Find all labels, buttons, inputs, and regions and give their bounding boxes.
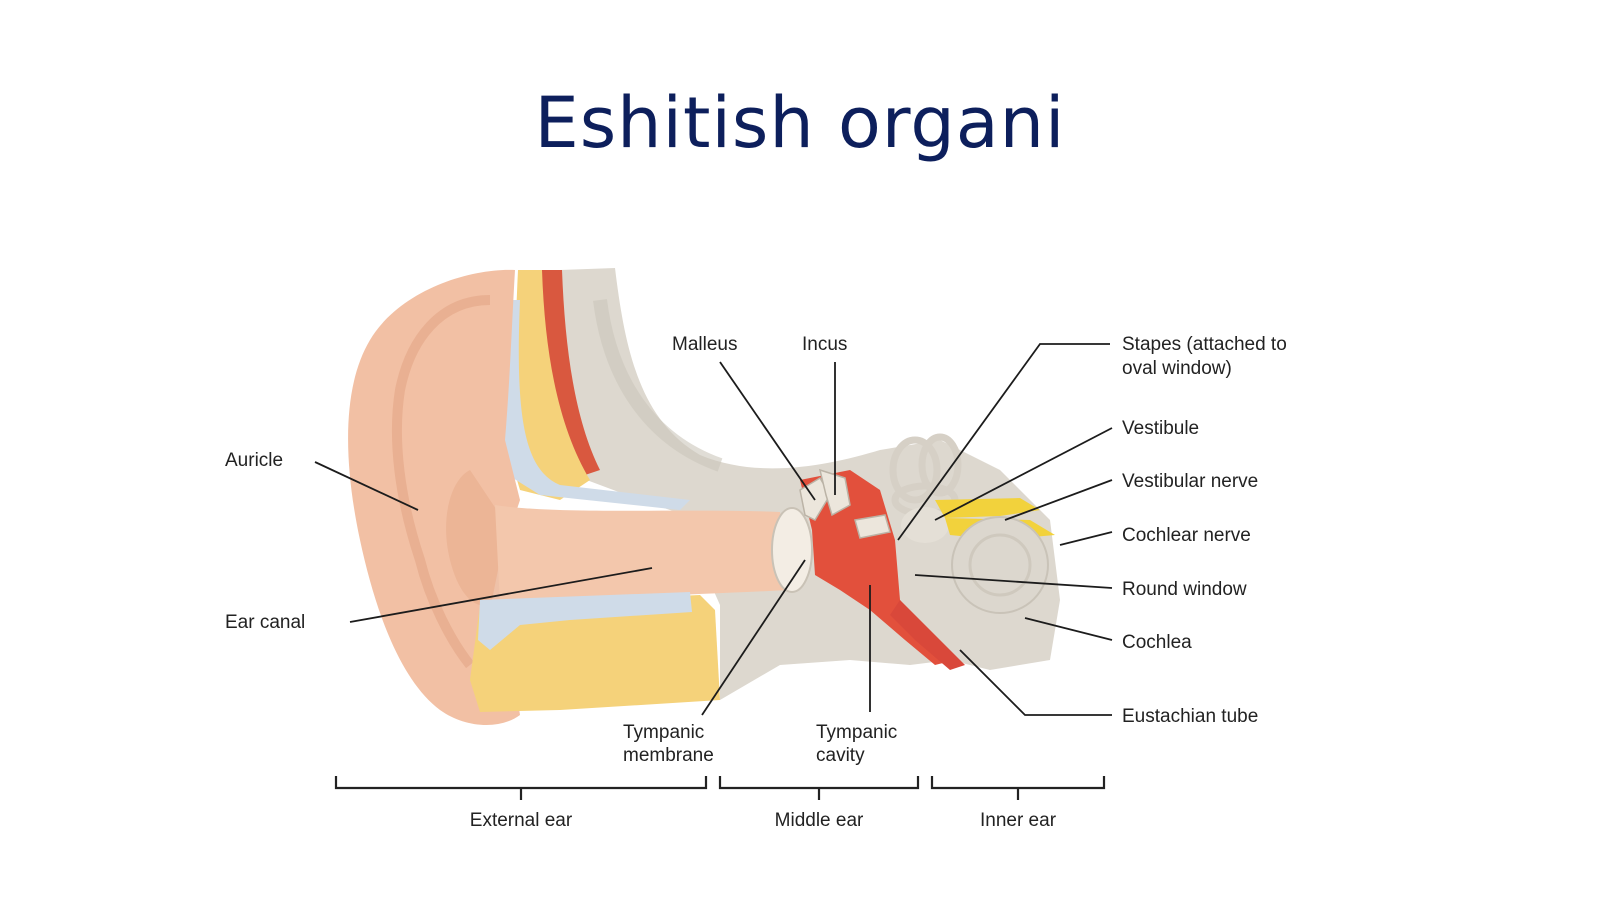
- middle-ear-cavity: [800, 470, 955, 665]
- label-round-window: Round window: [1122, 579, 1247, 600]
- bone-texture: [593, 299, 723, 472]
- eustachian-tube-shape: [890, 600, 965, 670]
- bracket-inner-ear: [930, 776, 1106, 800]
- region-inner-ear: Inner ear: [980, 810, 1057, 831]
- region-external-ear: External ear: [470, 810, 573, 831]
- cochlea-shape: [951, 516, 1049, 614]
- vestibule-shape: [901, 507, 949, 543]
- periosteum-lower: [478, 592, 692, 650]
- label-tympanic-cavity-line2: cavity: [816, 745, 865, 766]
- label-malleus: Malleus: [672, 334, 737, 355]
- label-stapes-line1: Stapes (attached to: [1122, 334, 1287, 355]
- semicircular-canals: [889, 433, 962, 518]
- label-tympanic-cavity-line1: Tympanic: [816, 722, 897, 743]
- slide-title: Eshitish organi: [534, 82, 1066, 164]
- stapes-shape: [854, 514, 891, 539]
- region-brackets: External ear Middle ear Inner ear: [334, 776, 1106, 831]
- label-incus: Incus: [802, 334, 847, 355]
- tympanic-membrane-shape: [771, 507, 813, 593]
- label-cochlear-nerve: Cochlear nerve: [1122, 525, 1251, 546]
- concha: [446, 470, 510, 606]
- label-auricle: Auricle: [225, 450, 283, 471]
- label-vestibular-nerve: Vestibular nerve: [1122, 471, 1258, 492]
- label-tympanic-membrane-line2: membrane: [623, 745, 714, 766]
- label-vestibule: Vestibule: [1122, 418, 1199, 439]
- label-cochlea: Cochlea: [1122, 632, 1192, 653]
- label-eustachian-tube: Eustachian tube: [1122, 706, 1258, 727]
- label-ear-canal: Ear canal: [225, 612, 305, 633]
- auricle-shape: [348, 269, 520, 726]
- bracket-middle-ear: [718, 776, 920, 800]
- leader-lines: [314, 343, 1113, 716]
- label-stapes-line2: oval window): [1122, 358, 1232, 379]
- auricle-fold: [391, 295, 491, 669]
- red-tissue-strip: [540, 270, 600, 475]
- labels: Auricle Ear canal Malleus Incus Stapes (…: [225, 334, 1287, 766]
- ear-illustration: [348, 268, 1060, 726]
- bracket-external-ear: [334, 776, 708, 800]
- label-tympanic-membrane-line1: Tympanic: [623, 722, 704, 743]
- ear-canal-shape: [495, 505, 790, 605]
- region-middle-ear: Middle ear: [775, 810, 864, 831]
- cartilage-lower: [470, 595, 720, 712]
- periosteum-upper: [497, 300, 690, 510]
